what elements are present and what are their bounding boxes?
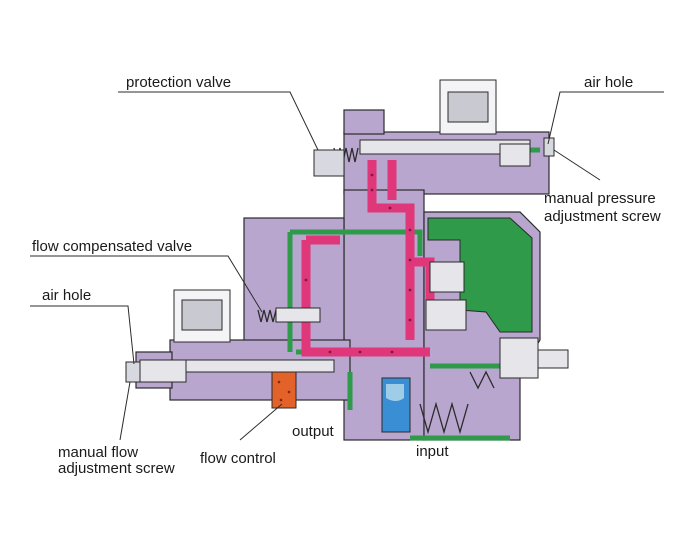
compensated-valve-spring <box>257 309 277 323</box>
leader-lines <box>30 91 664 441</box>
label-manual-pressure-2: adjustment screw <box>544 208 661 225</box>
leader-manual-flow <box>119 381 131 441</box>
label-air-hole-left: air hole <box>42 287 92 304</box>
label-protection-valve: protection valve <box>126 74 232 91</box>
springs <box>257 147 495 435</box>
spools <box>139 139 539 383</box>
leader-air-hole-top <box>547 91 664 145</box>
label-flow-compensated-valve: flow compensated valve <box>32 238 193 255</box>
end-caps <box>125 137 555 383</box>
solenoid-coils <box>173 79 497 343</box>
label-output: output <box>292 423 334 440</box>
leader-protection-valve <box>118 91 319 151</box>
label-flow-control: flow control <box>200 450 276 467</box>
leader-flow-control <box>239 403 283 441</box>
label-input: input <box>416 443 449 460</box>
label-manual-flow-1: manual flow <box>58 444 139 461</box>
drive-shaft <box>537 349 569 369</box>
pump-oil-chamber <box>427 217 533 333</box>
flow-control-column <box>271 371 297 409</box>
label-manual-flow-2: adjustment screw <box>58 460 175 477</box>
leader-air-hole-left <box>30 305 135 365</box>
pressure-dots <box>304 173 412 354</box>
inlet-spring <box>419 401 469 435</box>
leader-flow-compensated <box>30 255 263 313</box>
compensator-spool <box>275 307 321 323</box>
leader-manual-pressure <box>553 149 601 181</box>
label-manual-pressure-1: manual pressure <box>544 190 656 207</box>
lower-spool <box>183 359 335 373</box>
label-air-hole-top: air hole <box>584 74 634 91</box>
